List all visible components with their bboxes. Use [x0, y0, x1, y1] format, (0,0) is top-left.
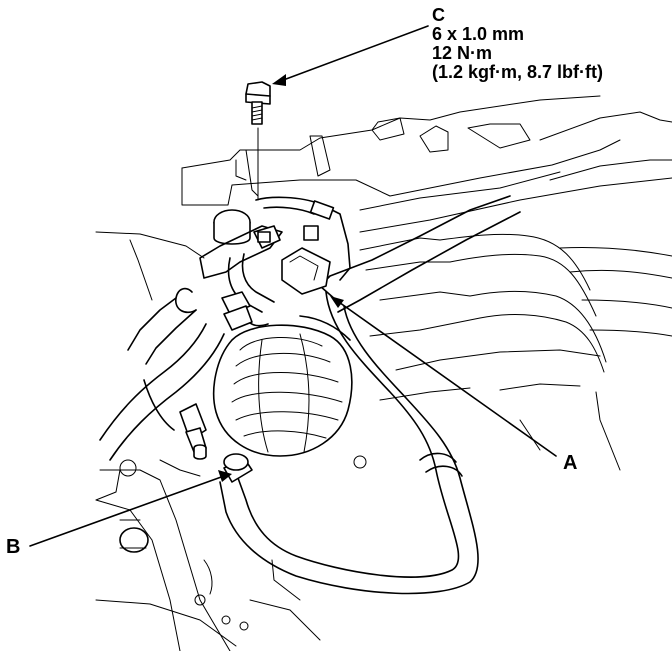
bolt-c-icon [245, 81, 271, 125]
engine-block [95, 459, 321, 652]
left-hoses [95, 231, 225, 461]
callout-c-letter: C [432, 5, 445, 25]
round-housing [212, 315, 353, 457]
arrow-b-icon [218, 470, 232, 482]
intake-manifold [181, 95, 672, 471]
hose-a [219, 195, 521, 595]
leader-line-a [335, 299, 557, 457]
callout-a-letter: A [563, 452, 578, 474]
arrow-a-icon [330, 296, 344, 308]
arrow-c-icon [272, 74, 286, 86]
leader-line-c [277, 25, 429, 83]
torque-spec: 12 N·m [432, 43, 493, 63]
sensor-bracket-assembly [199, 127, 351, 331]
leader-lines [29, 25, 557, 547]
torque-spec-alt: (1.2 kgf·m, 8.7 lbf·ft) [432, 62, 604, 82]
bolt-size: 6 x 1.0 mm [432, 24, 525, 44]
callout-c: C 6 x 1.0 mm 12 N·m (1.2 kgf·m, 8.7 lbf·… [432, 6, 603, 82]
callout-b-letter: B [6, 536, 21, 558]
leader-line-b [29, 475, 225, 547]
